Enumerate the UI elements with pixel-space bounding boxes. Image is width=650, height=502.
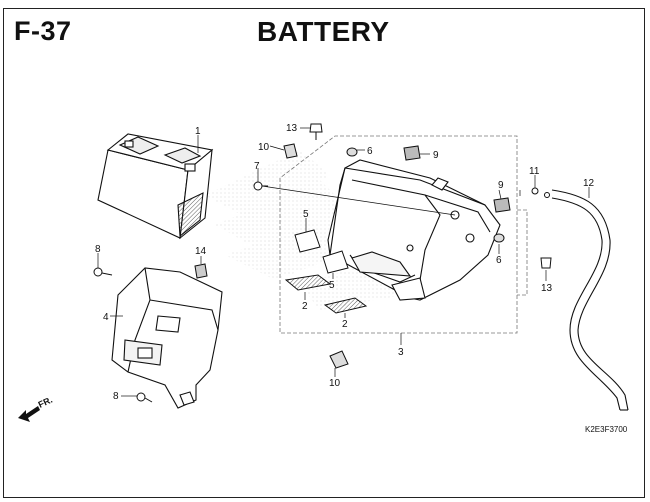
callout-9-top: 9 [433, 150, 439, 161]
page-frame [3, 8, 645, 498]
callout-labels: 1 13 10 6 9 7 9 6 13 11 12 5 5 2 2 3 10 … [95, 123, 595, 402]
callout-14: 14 [195, 246, 207, 257]
hardware-parts [93, 123, 552, 403]
callout-8-top: 8 [95, 244, 101, 255]
callout-8-bottom: 8 [113, 391, 119, 402]
callout-2-left: 2 [302, 301, 308, 312]
callout-10-bottom: 10 [329, 378, 341, 389]
callout-13-top: 13 [286, 123, 298, 134]
callout-12: 12 [583, 178, 595, 189]
battery-holder [111, 267, 223, 409]
callout-11: 11 [529, 166, 540, 177]
callout-3: 3 [398, 347, 404, 358]
front-direction-arrow: FR. [18, 395, 54, 422]
callout-2-right: 2 [342, 319, 348, 330]
callout-4: 4 [103, 312, 109, 323]
battery [97, 133, 214, 240]
leader-lines [97, 127, 590, 397]
diagram-code: K2E3F3700 [585, 425, 628, 434]
page-id: F-37 [14, 16, 72, 46]
callout-13-right: 13 [541, 283, 553, 294]
callout-7: 7 [254, 161, 260, 172]
callout-5-lower: 5 [329, 280, 335, 291]
callout-6-right: 6 [496, 255, 502, 266]
callout-9-right: 9 [498, 180, 504, 191]
callout-1: 1 [195, 126, 201, 137]
callout-10-top: 10 [258, 142, 270, 153]
page-title: BATTERY [257, 16, 390, 47]
callout-6-top: 6 [367, 146, 373, 157]
front-label: FR. [37, 395, 54, 410]
assembly-boundary [279, 135, 518, 334]
callout-5-upper: 5 [303, 209, 309, 220]
breather-tube [551, 189, 629, 411]
